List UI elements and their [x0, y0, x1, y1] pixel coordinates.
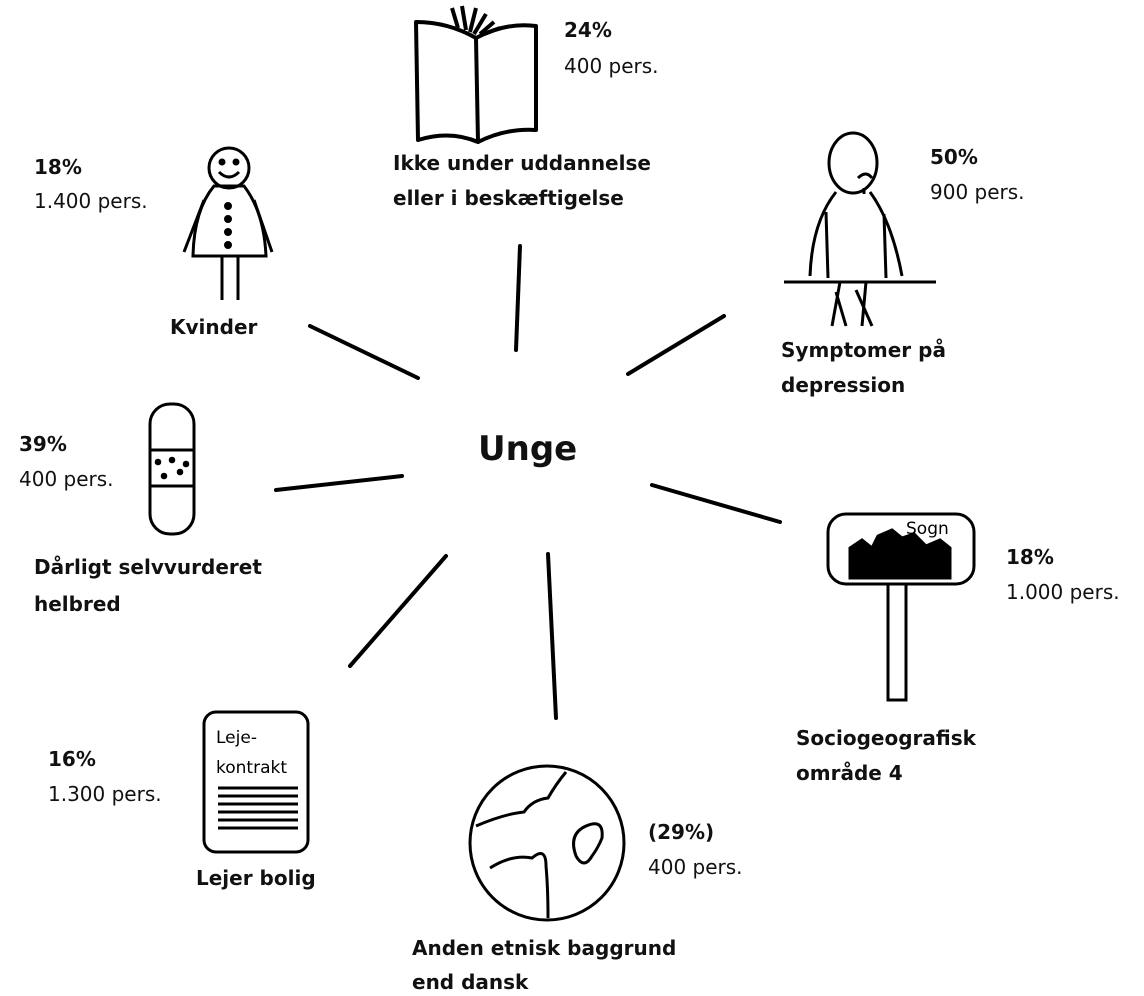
connector-depression: [626, 314, 726, 376]
connector-rent: [348, 554, 448, 668]
depression-label-line1: Symptomer på: [781, 338, 946, 362]
connector-lines: [274, 244, 782, 720]
connector-health: [274, 474, 404, 492]
ethnic-label-line2: end dansk: [412, 970, 529, 994]
woman-figure-icon: [182, 146, 274, 300]
area-count: 1.000 pers.: [1006, 580, 1120, 604]
open-book-icon: [414, 5, 538, 144]
parish-sign-icon: [826, 512, 976, 702]
women-label: Kvinder: [170, 315, 258, 339]
lease-doc-line2: kontrakt: [216, 758, 287, 778]
rent-count: 1.300 pers.: [48, 782, 162, 806]
sign-text: Sogn: [906, 519, 949, 539]
area-label-line2: område 4: [796, 761, 903, 785]
globe-icon: [468, 764, 626, 922]
depression-count: 900 pers.: [930, 180, 1025, 204]
connector-women: [308, 324, 420, 380]
women-percent: 18%: [34, 155, 82, 179]
health-percent: 39%: [19, 432, 67, 456]
education-count: 400 pers.: [564, 54, 659, 78]
ethnic-percent: (29%): [648, 820, 715, 844]
education-label-line1: Ikke under uddannelse: [393, 151, 651, 175]
area-label-line1: Sociogeografisk: [796, 726, 976, 750]
health-label-line1: Dårligt selvvurderet: [34, 555, 262, 579]
rent-label: Lejer bolig: [196, 866, 316, 890]
education-percent: 24%: [564, 18, 612, 42]
ethnic-label-line1: Anden etnisk baggrund: [412, 936, 677, 960]
connector-ethnic: [546, 552, 558, 720]
bandage-icon: [148, 402, 196, 536]
depression-label-line2: depression: [781, 373, 906, 397]
health-label-line2: helbred: [34, 592, 121, 616]
women-count: 1.400 pers.: [34, 189, 148, 213]
ethnic-count: 400 pers.: [648, 855, 743, 879]
lease-document-icon: [202, 710, 310, 854]
connector-education: [514, 244, 522, 352]
rent-percent: 16%: [48, 747, 96, 771]
health-count: 400 pers.: [19, 467, 114, 491]
area-percent: 18%: [1006, 545, 1054, 569]
center-title: Unge: [478, 429, 578, 469]
education-label-line2: eller i beskæftigelse: [393, 186, 624, 210]
depression-percent: 50%: [930, 145, 978, 169]
connector-area: [650, 483, 782, 524]
lease-doc-line1: Leje-: [216, 728, 257, 748]
sad-person-sitting-icon: [784, 131, 936, 327]
